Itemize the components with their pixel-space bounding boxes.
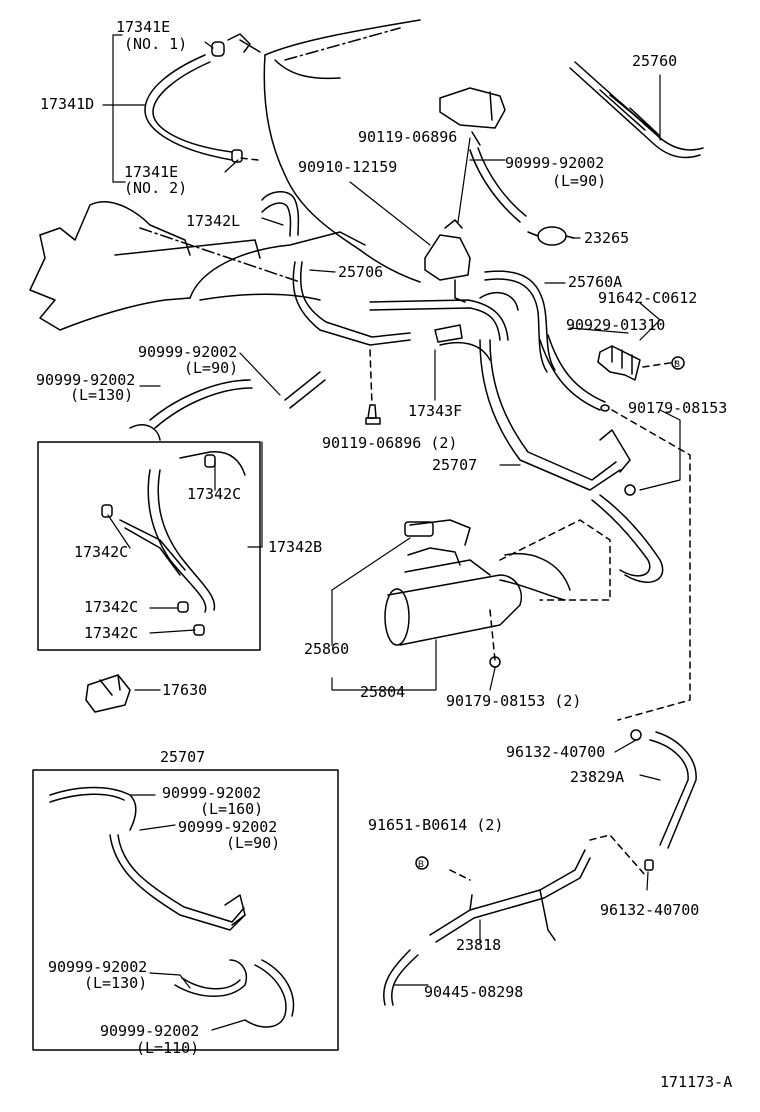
label-90999-92002-l160: 90999-92002	[162, 784, 262, 802]
label-90999-92002-left: 90999-92002	[36, 371, 136, 389]
svg-text:B: B	[418, 859, 424, 869]
label-90179-08153-right: 90179-08153	[628, 399, 728, 417]
label-l160: (L=160)	[200, 800, 264, 818]
label-l90-box: (L=90)	[226, 834, 281, 852]
label-17341e-no2: 17341E	[124, 163, 179, 181]
hose-l90-top	[469, 147, 527, 223]
hose-l130	[149, 379, 253, 429]
hose-bundle-center	[292, 261, 556, 373]
label-17342c-1: 17342C	[187, 485, 242, 503]
label-91651-b0614-2: 91651-B0614 (2)	[368, 816, 504, 834]
bolt-90119	[365, 404, 381, 425]
hose-l90-center	[284, 371, 326, 409]
label-23265: 23265	[584, 229, 630, 247]
label-l90-center: (L=90)	[184, 359, 239, 377]
centre-lines	[139, 27, 401, 283]
label-96132-40700-top: 96132-40700	[506, 743, 606, 761]
intake-outline	[29, 201, 366, 331]
label-90119-06896: 90119-06896	[358, 128, 458, 146]
label-l130-left: (L=130)	[70, 386, 134, 404]
label-90999-92002-top: 90999-92002	[505, 154, 605, 172]
label-96132-40700-bottom: 96132-40700	[600, 901, 700, 919]
label-17342c-4: 17342C	[84, 624, 139, 642]
pipe-23818: B	[415, 849, 591, 943]
label-17342l: 17342L	[186, 212, 241, 230]
hose-23829a	[630, 729, 697, 871]
label-l110: (L=110)	[136, 1039, 200, 1057]
pipe-25707	[479, 339, 664, 583]
engine-outline	[239, 19, 421, 283]
label-90999-92002-center: 90999-92002	[138, 343, 238, 361]
label-diagram-id: 171173-A	[660, 1073, 733, 1091]
label-91642-c0612: 91642-C0612	[598, 289, 698, 307]
canister-25804	[384, 519, 571, 668]
label-90119-06896-2: 90119-06896 (2)	[322, 434, 458, 452]
label-90999-92002-l130-box: 90999-92002	[48, 958, 148, 976]
label-25760a: 25760A	[568, 273, 623, 291]
label-no2: (NO. 2)	[124, 179, 188, 197]
hose-90445	[383, 949, 419, 1006]
hose-17341d	[144, 33, 251, 163]
box-25707	[32, 769, 339, 1051]
valve-17630	[85, 674, 131, 713]
label-25707-center: 25707	[432, 456, 478, 474]
vsv-bracket	[424, 219, 471, 303]
hose-25760	[569, 61, 704, 159]
vsv-top	[439, 87, 506, 146]
label-23829a: 23829A	[570, 768, 625, 786]
label-25707-box: 25707	[160, 748, 206, 766]
label-90929-01310: 90929-01310	[566, 316, 666, 334]
label-17342c-2: 17342C	[74, 543, 129, 561]
label-no1: (NO. 1)	[124, 35, 188, 53]
label-25706: 25706	[338, 263, 384, 281]
label-90910-12159: 90910-12159	[298, 158, 398, 176]
label-17342b: 17342B	[268, 538, 323, 556]
label-25760: 25760	[632, 52, 678, 70]
label-23818: 23818	[456, 936, 502, 954]
hose-25760a	[539, 334, 610, 412]
label-l130-box: (L=130)	[84, 974, 148, 992]
label-90445-08298: 90445-08298	[424, 983, 524, 1001]
clip-91642: B	[597, 345, 685, 381]
label-l90-top: (L=90)	[552, 172, 607, 190]
label-17342c-3: 17342C	[84, 598, 139, 616]
label-17341e-no1: 17341E	[116, 18, 171, 36]
hose-17342l	[261, 191, 300, 237]
label-17343f: 17343F	[408, 402, 463, 420]
label-17630: 17630	[162, 681, 208, 699]
label-90179-08153-2: 90179-08153 (2)	[446, 692, 582, 710]
box-17342b	[37, 424, 261, 651]
label-90999-92002-l90-box: 90999-92002	[178, 818, 278, 836]
leader-lines	[102, 34, 681, 1031]
dashed-leaders	[239, 157, 691, 881]
label-90999-92002-l110: 90999-92002	[100, 1022, 200, 1040]
valve-23265	[527, 226, 575, 246]
label-25804: 25804	[360, 683, 406, 701]
svg-text:B: B	[674, 359, 680, 369]
label-17341d: 17341D	[40, 95, 95, 113]
label-25860: 25860	[304, 640, 350, 658]
